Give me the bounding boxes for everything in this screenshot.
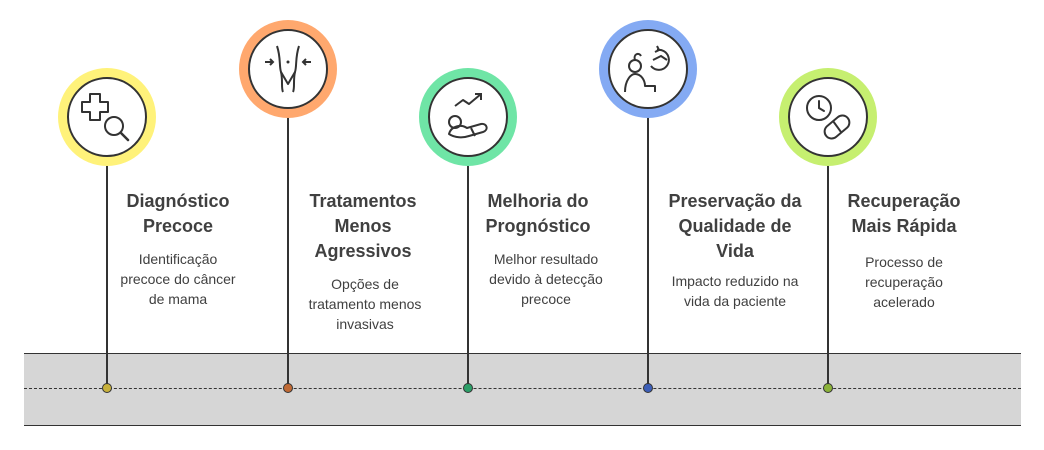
milestone-stem xyxy=(827,160,829,388)
milestone-stem xyxy=(106,160,108,388)
milestone-title: Diagnóstico Precoce xyxy=(126,191,230,236)
milestone-node xyxy=(283,383,293,393)
milestone-description: Opções de tratamento menos invasivas xyxy=(308,276,422,332)
milestone-description: Impacto reduzido na vida da paciente xyxy=(671,273,799,309)
milestone-ring xyxy=(58,68,156,166)
milestone-ring xyxy=(419,68,517,166)
milestone-stem xyxy=(467,160,469,388)
milestone-title: Melhoria do Prognóstico xyxy=(485,191,591,236)
milestone-node xyxy=(102,383,112,393)
milestone-stem xyxy=(287,105,289,388)
milestone-ring xyxy=(239,20,337,118)
person-cycle-icon xyxy=(624,45,670,93)
milestone-ring xyxy=(599,20,697,118)
milestone-description: Melhor resultado devido à detecção preco… xyxy=(489,251,603,307)
body-waist-icon xyxy=(265,45,311,93)
milestone-stem xyxy=(647,105,649,388)
milestone-description: Processo de recuperação acelerado xyxy=(865,254,943,310)
milestone-title: Tratamentos Menos Agressivos xyxy=(309,191,417,261)
recovery-trend-icon xyxy=(448,93,488,139)
road-band xyxy=(24,353,1021,426)
milestone-node xyxy=(643,383,653,393)
milestone-title: Preservação da Qualidade de Vida xyxy=(668,191,802,261)
milestone-node xyxy=(823,383,833,393)
milestone-description: Identificação precoce do câncer de mama xyxy=(120,251,236,307)
medical-search-icon xyxy=(81,93,130,142)
milestone-node xyxy=(463,383,473,393)
clock-pill-icon xyxy=(806,95,851,140)
road-center-line xyxy=(24,388,1021,389)
milestone-title: Recuperação Mais Rápida xyxy=(847,191,961,236)
